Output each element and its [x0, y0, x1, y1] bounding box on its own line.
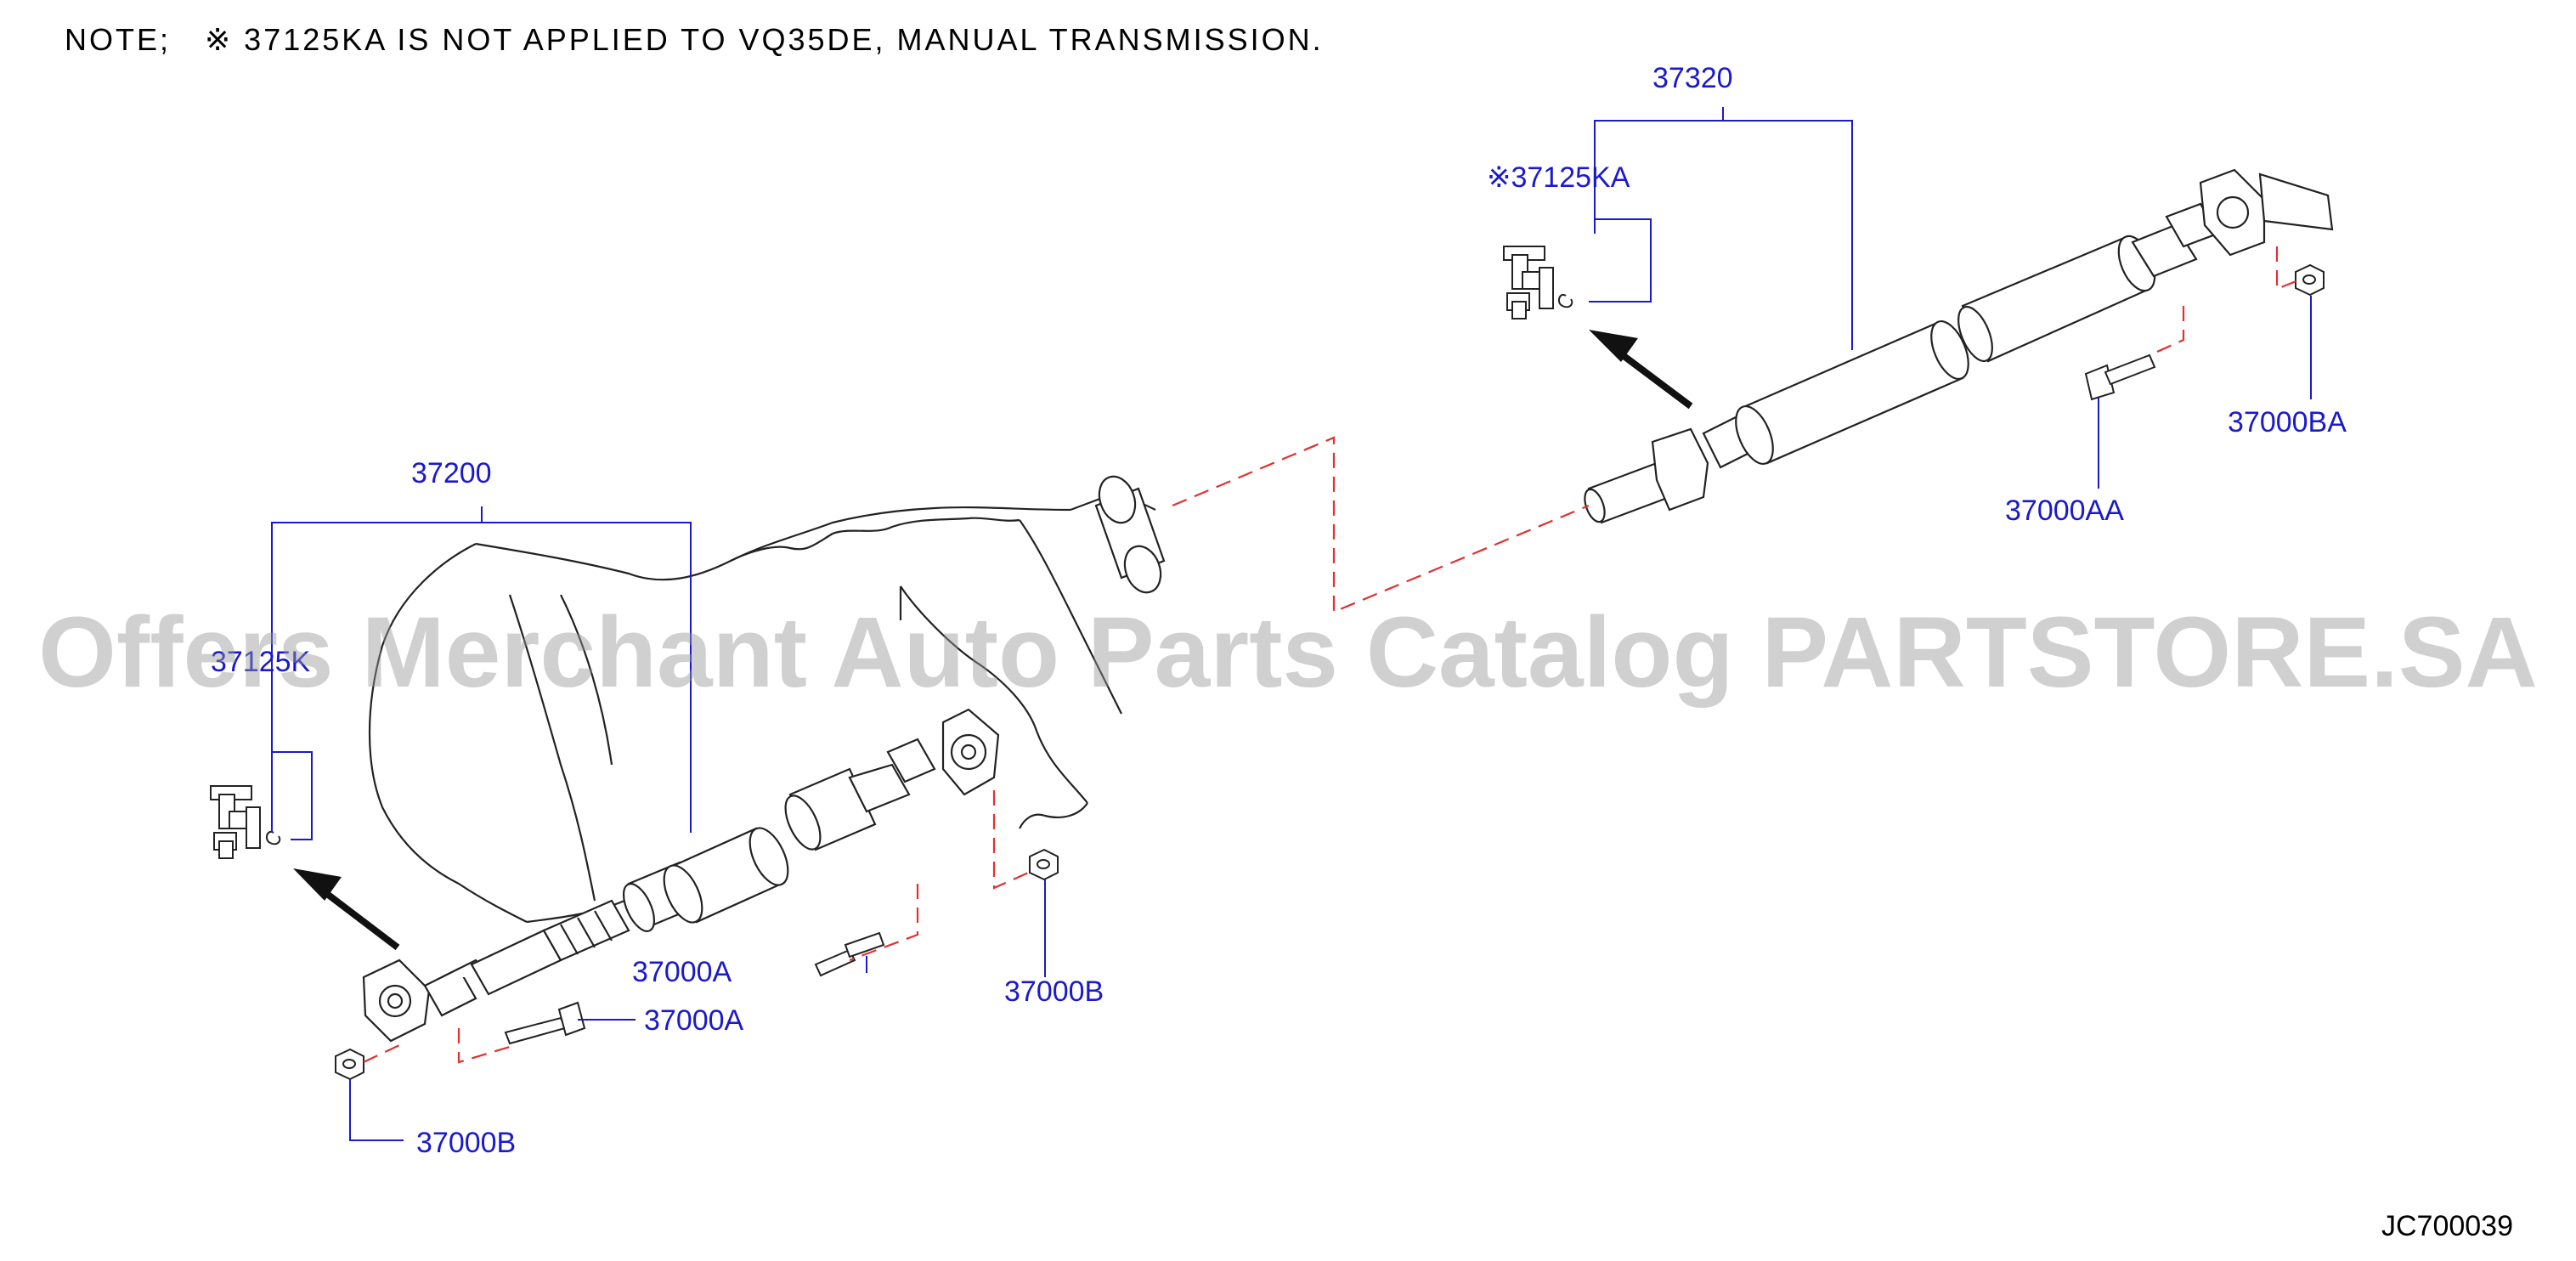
bolt-rear-icon [2084, 353, 2156, 401]
diagram-note: NOTE; ※ 37125KA IS NOT APPLIED TO VQ35DE,… [65, 22, 1324, 58]
watermark: Offers Merchant Auto Parts Catalog PARTS… [38, 597, 2538, 709]
nut-center-icon [1029, 848, 1059, 881]
bolt-center-icon [814, 931, 885, 977]
front-propeller-shaft [362, 708, 1000, 1043]
label-37200: 37200 [411, 457, 492, 489]
universal-joint-front [210, 785, 281, 859]
rear-propeller-shaft [1584, 168, 2334, 524]
label-37000ba: 37000BA [2228, 406, 2347, 438]
assembly-guide-lines [363, 246, 2299, 1064]
nut-front-icon [335, 1048, 364, 1081]
label-37000b-front: 37000B [416, 1127, 516, 1159]
nut-rear-icon [2295, 263, 2325, 297]
label-37125k: 37125K [211, 646, 311, 678]
universal-joint-rear [1503, 246, 1573, 319]
callout-leaders [271, 107, 2312, 1141]
bolt-front-icon [504, 1001, 586, 1045]
label-37125ka: ※37125KA [1487, 161, 1630, 194]
label-37000a-front: 37000A [644, 1004, 744, 1037]
transmission-output [1094, 475, 1166, 594]
label-37320: 37320 [1652, 62, 1733, 94]
arrow-front [293, 868, 400, 951]
arrow-rear [1589, 330, 1693, 410]
note-prefix: NOTE; [65, 22, 172, 57]
diagram-id: JC700039 [2381, 1210, 2513, 1242]
note-text: ※ 37125KA IS NOT APPLIED TO VQ35DE, MANU… [205, 22, 1324, 57]
label-37000b-center: 37000B [1004, 975, 1104, 1008]
label-37000a-center: 37000A [632, 956, 732, 988]
label-37000aa: 37000AA [2005, 495, 2124, 527]
